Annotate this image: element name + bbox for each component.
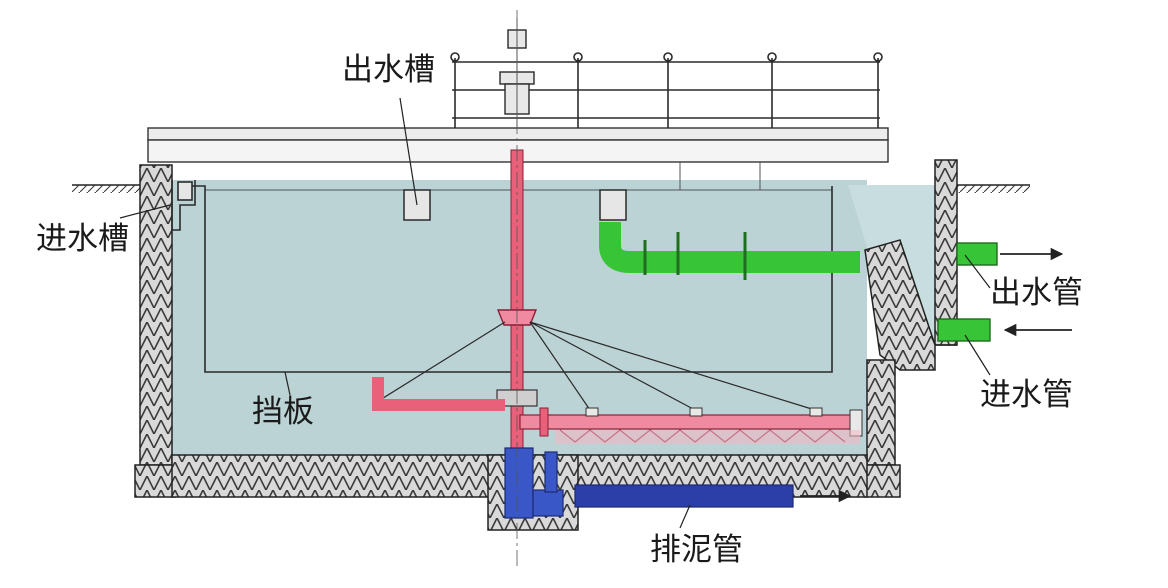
outlet-pipe (956, 242, 1064, 266)
outlet-troughs (403, 162, 761, 221)
inlet-pipe (937, 318, 1072, 342)
leader-lines (119, 97, 991, 529)
left-wall (134, 164, 176, 498)
inlet-trough-label: 进水槽 (36, 221, 129, 257)
inlet-pipe-label: 进水管 (980, 377, 1073, 413)
tie-rods (379, 321, 816, 411)
outlet-collector-pipe (599, 222, 860, 280)
inlet-trough (171, 180, 196, 231)
baffle-pipe (372, 377, 505, 411)
baffle-label: 挡板 (252, 394, 314, 430)
right-wall (864, 159, 958, 498)
outlet-trough-label: 出水槽 (342, 52, 435, 88)
ground-surface (72, 184, 1030, 193)
outlet-pipe-label: 出水管 (990, 275, 1083, 311)
sludge-pipe-label: 排泥管 (650, 532, 743, 568)
scraper-arm (519, 407, 863, 444)
sludge-discharge (504, 447, 852, 519)
